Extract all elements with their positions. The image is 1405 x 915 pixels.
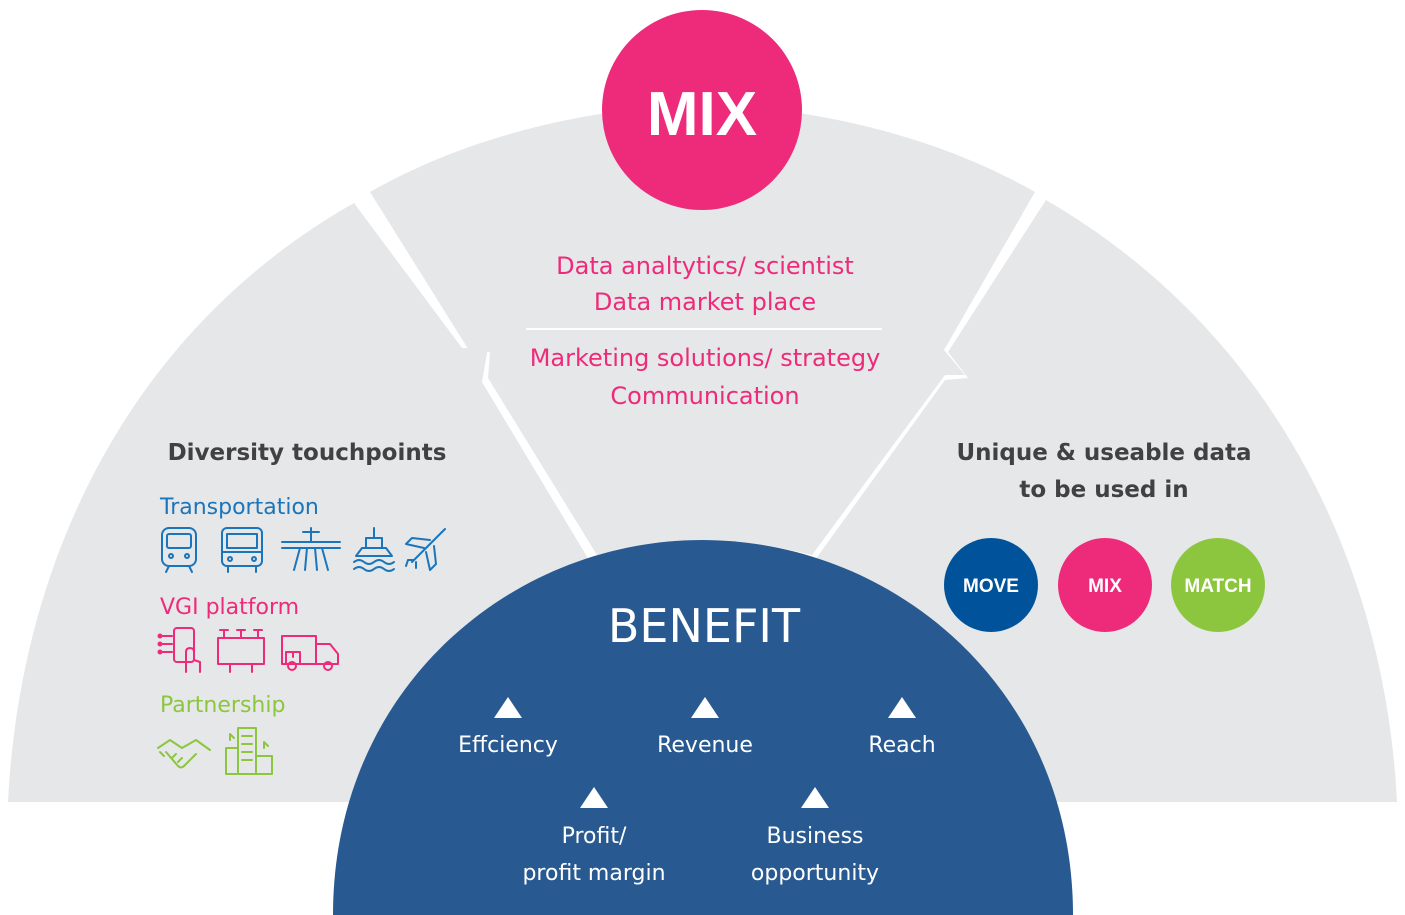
top-line-4: Communication [610, 382, 799, 410]
mix-small-circle [1058, 538, 1152, 632]
delivery-truck-icon [281, 635, 339, 671]
benefit-label: Profit/ [562, 824, 627, 849]
top-line-2: Data market place [594, 288, 816, 316]
handshake-icon [157, 739, 211, 769]
move-label: MOVE [963, 576, 1019, 597]
bus-icon [221, 527, 263, 573]
expressway-icon [281, 527, 341, 571]
up-arrow-icon [801, 787, 829, 808]
billboard-icon [217, 629, 265, 673]
benefit-label: Effciency [458, 733, 558, 758]
benefit-item-business-opportunity: Business opportunity [751, 787, 879, 886]
mix-small-label: MIX [1088, 576, 1122, 597]
airplane-icon [405, 528, 446, 571]
benefit-label: Revenue [657, 733, 753, 758]
move-circle [944, 538, 1038, 632]
up-arrow-icon [888, 697, 916, 718]
up-arrow-icon [691, 697, 719, 718]
benefit-dome: BENEFIT Effciency Revenue Reach Profit/ … [333, 540, 1073, 915]
benefit-item-revenue: Revenue [657, 697, 753, 758]
right-heading-line1: Unique & useable data [956, 440, 1251, 466]
vgi-icons [157, 627, 339, 673]
benefit-label: profit margin [522, 861, 665, 886]
match-label: MATCH [1184, 576, 1251, 597]
benefit-item-efficiency: Effciency [458, 697, 558, 758]
right-heading-line2: to be used in [1019, 477, 1188, 503]
partnership-icons [157, 727, 273, 775]
up-arrow-icon [494, 697, 522, 718]
up-arrow-icon [580, 787, 608, 808]
benefit-label: Reach [868, 733, 935, 758]
benefit-label: Business [766, 824, 863, 849]
benefit-item-profit: Profit/ profit margin [522, 787, 666, 886]
transportation-label: Transportation [159, 495, 319, 520]
top-section-text: Data analtytics/ scientist Data market p… [526, 252, 882, 410]
benefit-title: BENEFIT [608, 599, 801, 653]
left-heading: Diversity touchpoints [168, 440, 447, 466]
top-line-1: Data analtytics/ scientist [556, 252, 854, 280]
benefit-label: opportunity [751, 861, 879, 886]
transportation-icons [161, 527, 446, 573]
benefit-shape [333, 540, 1073, 915]
left-section: Diversity touchpoints Transportation [157, 440, 447, 775]
train-icon [161, 527, 197, 573]
building-icon [225, 727, 273, 775]
benefit-item-reach: Reach [868, 697, 936, 758]
match-circle [1171, 538, 1265, 632]
mix-circle [602, 10, 802, 210]
mix-title: MIX [647, 80, 757, 149]
partnership-label: Partnership [160, 693, 285, 718]
vgi-label: VGI platform [160, 595, 299, 620]
ship-icon [353, 527, 395, 572]
mobile-touch-icon [157, 627, 201, 673]
right-section: Unique & useable data to be used in MOVE… [944, 440, 1265, 632]
top-line-3: Marketing solutions/ strategy [530, 344, 881, 372]
